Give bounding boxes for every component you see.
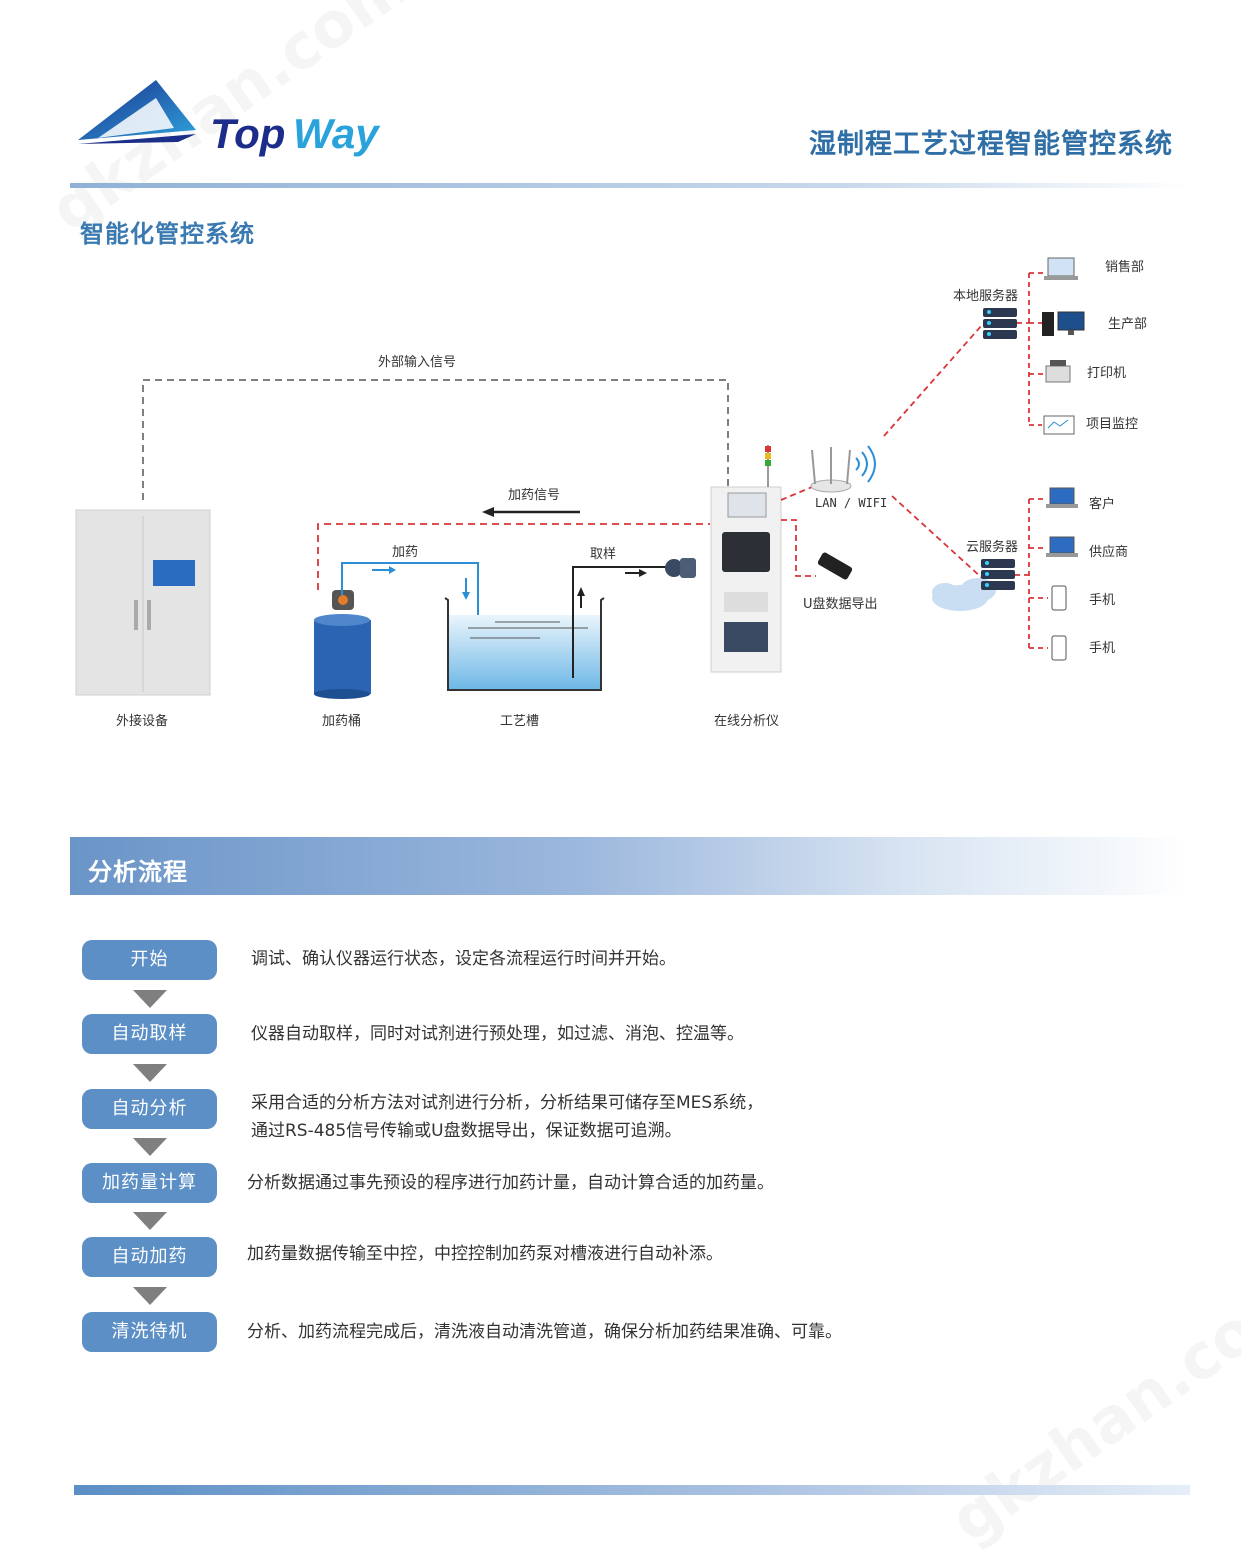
down-arrow-icon [133,1064,167,1082]
step-description: 分析、加药流程完成后，清洗液自动清洗管道，确保分析加药结果准确、可靠。 [247,1322,842,1342]
external-signal-line [142,379,729,500]
analyzer-usb-link [781,519,816,577]
cloud-server-icon [981,559,1015,590]
header-divider [70,183,1190,188]
dosing-signal-line [317,523,710,590]
process-tank-icon [444,597,605,691]
process-step: 加药量计算 [82,1163,217,1203]
laptop-icon [1046,536,1078,557]
svg-text:Top: Top [210,110,285,157]
step-description: 通过RS-485信号传输或U盘数据导出，保证数据可追溯。 [251,1121,682,1141]
laptop-icon [1046,487,1078,508]
dosing-pipe [341,562,479,650]
printer-icon [1045,360,1071,383]
svg-text:Way: Way [293,110,381,157]
online-analyzer-icon [710,445,782,673]
desktop-computer-icon [1042,311,1085,336]
down-arrow-icon [133,1138,167,1156]
local-target-label: 打印机 [1087,366,1126,381]
cloud-icon [932,578,996,611]
process-tank-label: 工艺槽 [500,714,539,729]
lan-wifi-label: LAN / WIFI [815,496,887,510]
step-description: 仪器自动取样，同时对试剂进行预处理，如过滤、消泡、控温等。 [251,1024,744,1044]
external-signal-label: 外部输入信号 [378,354,456,370]
down-arrow-icon [133,990,167,1008]
router-local-server-link [883,324,983,437]
monitor-icon [1043,415,1075,435]
external-device-label: 外接设备 [116,713,168,729]
topway-logo: Top Way [78,80,381,157]
mobile-phone-icon [1051,585,1067,611]
router-icon [810,445,876,493]
process-step: 自动分析 [82,1089,217,1129]
analyzer-router-link [780,486,813,501]
online-analyzer-label: 在线分析仪 [714,714,779,729]
section-banner [70,837,1190,895]
process-step: 自动加药 [82,1237,217,1277]
step-description: 加药量数据传输至中控，中控控制加药泵对槽液进行自动补添。 [247,1244,723,1264]
down-arrow-icon [133,1212,167,1230]
local-server-icon [983,308,1017,339]
system-diagram: 外部输入信号 外接设备 加药信号 加药桶 加药 [75,257,1147,729]
cloud-target-label: 手机 [1089,641,1115,656]
local-target-label: 销售部 [1105,259,1144,275]
step-description: 调试、确认仪器运行状态，设定各流程运行时间并开始。 [251,949,676,969]
sampling-pump-icon [665,558,696,578]
laptop-icon [1044,257,1078,280]
cloud-target-label: 手机 [1089,593,1115,608]
local-target-label: 项目监控 [1086,417,1138,432]
external-device-icon [75,509,211,696]
dosing-bucket-icon [314,590,371,699]
cloud-server-label: 云服务器 [966,539,1018,555]
watermark: gkzhan.com [936,1256,1241,1557]
footer-divider [74,1485,1190,1495]
process-step: 开始 [82,940,217,980]
step-description: 分析数据通过事先预设的程序进行加药计量，自动计算合适的加药量。 [247,1173,774,1193]
local-server-label: 本地服务器 [953,288,1018,304]
usb-drive-icon [817,552,853,580]
usb-export-label: U盘数据导出 [803,596,878,612]
cloud-target-label: 供应商 [1089,544,1128,560]
step-description: 采用合适的分析方法对试剂进行分析，分析结果可储存至MES系统， [251,1093,764,1113]
dosing-signal-label: 加药信号 [508,488,560,503]
local-target-label: 生产部 [1108,317,1147,332]
section-title: 智能化管控系统 [80,220,255,248]
cloud-target-label: 客户 [1089,496,1115,512]
dosing-bucket-label: 加药桶 [322,714,361,729]
dosing-flow-label: 加药 [392,545,418,560]
process-step: 自动取样 [82,1014,217,1054]
sampling-pipe [572,566,668,678]
mobile-phone-icon [1051,635,1067,661]
sampling-flow-label: 取样 [590,547,616,562]
section-title: 分析流程 [88,858,188,886]
down-arrow-icon [133,1287,167,1305]
process-step: 清洗待机 [82,1312,217,1352]
router-cloud-server-link [891,495,983,579]
document-title: 湿制程工艺过程智能管控系统 [809,129,1173,160]
